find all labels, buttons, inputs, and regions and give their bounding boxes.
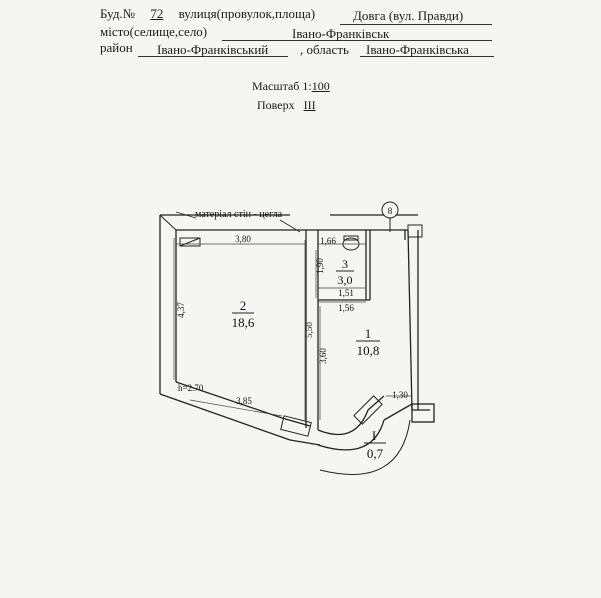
dim-room3-inner: 1,51	[338, 288, 354, 298]
room-3-number: 3	[342, 257, 348, 271]
dim-partition-upper: 5,50	[304, 322, 314, 338]
room-I-number: I	[372, 428, 376, 443]
axis-marker-label: 8	[388, 206, 393, 216]
dim-partition-lower: 3,60	[318, 348, 328, 364]
dim-room3-bottom: 1,56	[338, 303, 354, 313]
dim-room2-top: 3,80	[235, 234, 251, 244]
room-2-number: 2	[240, 298, 247, 313]
dim-room2-bottom: 3,85	[236, 396, 252, 406]
toilet-icon	[342, 235, 360, 251]
district-value: Івано-Франківський	[157, 42, 269, 57]
region-value: Івано-Франківська	[366, 42, 469, 57]
scale-value: 100	[311, 79, 330, 93]
room-3-area: 3,0	[338, 273, 353, 287]
floor-label: Поверх	[257, 98, 295, 112]
dim-room2-left: 4,37	[176, 302, 186, 318]
floor-line: Поверх III	[257, 98, 322, 113]
region-label: , область	[300, 42, 349, 57]
window-marks	[159, 214, 423, 437]
street-value: Довга (вул. Правди)	[353, 8, 464, 23]
room-1-number: 1	[365, 326, 372, 341]
dim-room3-left: 1,90	[315, 258, 325, 274]
room-I-area: 0,7	[367, 446, 384, 461]
street-label: вулиця(провулок,площа)	[178, 6, 316, 21]
city-value: Івано-Франківськ	[292, 26, 390, 41]
city-underline	[222, 40, 492, 41]
wall-material-label: матеріал стін - цегла	[195, 209, 283, 220]
scale-label: Масштаб 1:	[252, 79, 312, 93]
street-underline	[340, 24, 492, 25]
building-label: Буд.№	[100, 6, 136, 21]
height-label: h=2.70	[178, 383, 204, 393]
dimension-lines	[173, 238, 412, 420]
district-label: район	[100, 40, 133, 55]
region-underline	[360, 56, 494, 57]
room-1-area: 10,8	[357, 343, 380, 358]
city-label: місто(селище,село)	[100, 24, 208, 39]
floor-value: III	[303, 98, 316, 112]
dim-room1-bottom: 1,30	[392, 390, 408, 400]
district-underline	[138, 56, 288, 57]
room-2-area: 18,6	[232, 315, 255, 330]
axis-marker: 8	[381, 201, 399, 232]
scale-line: Масштаб 1:100	[252, 79, 330, 94]
building-line: Буд.№ 72 вулиця(провулок,площа)	[100, 6, 315, 22]
building-number: 72	[150, 6, 164, 21]
outer-walls	[159, 214, 435, 475]
dim-room3-top: 1,66	[320, 236, 336, 246]
